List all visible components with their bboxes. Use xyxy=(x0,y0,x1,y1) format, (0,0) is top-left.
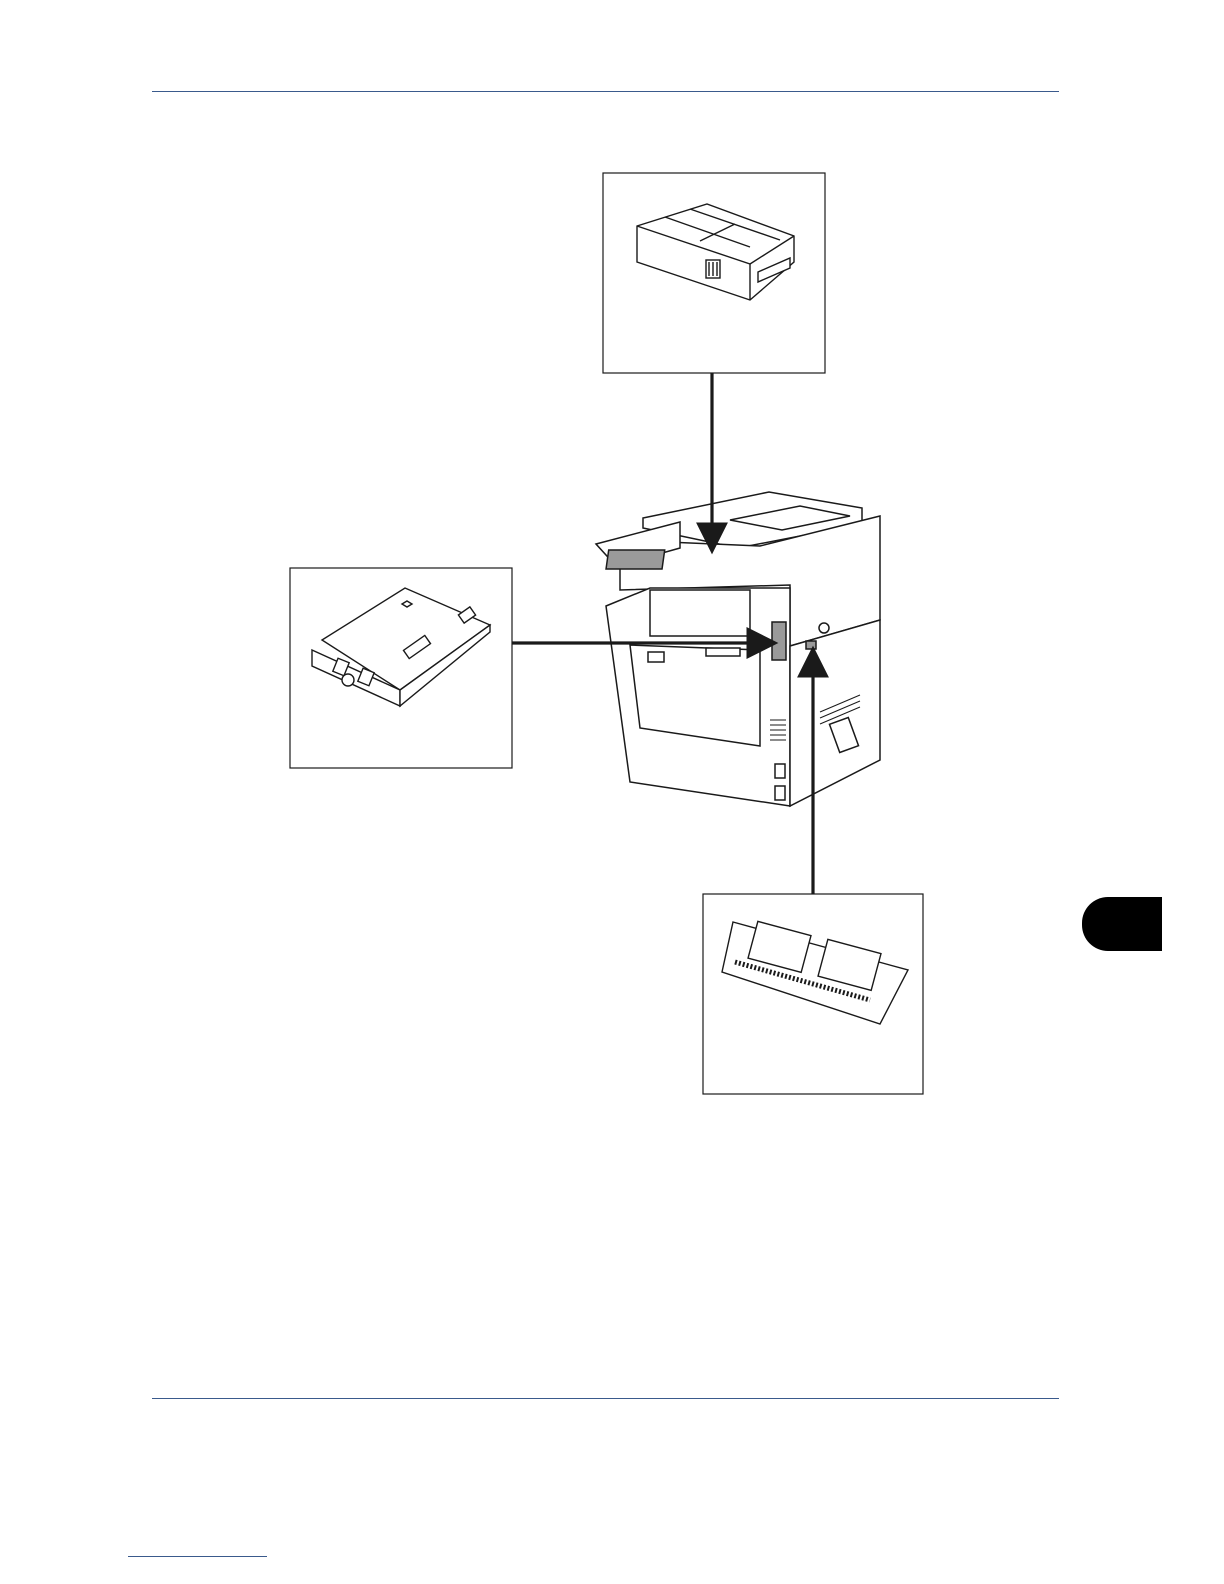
footer-rule xyxy=(152,1398,1059,1399)
left-option-callout xyxy=(290,568,512,768)
lower-option-callout xyxy=(703,894,923,1094)
printer-rear-view-icon xyxy=(596,492,880,806)
footer-link-underline xyxy=(128,1556,267,1557)
chapter-tab xyxy=(1082,897,1162,951)
upper-option-callout xyxy=(603,173,825,373)
